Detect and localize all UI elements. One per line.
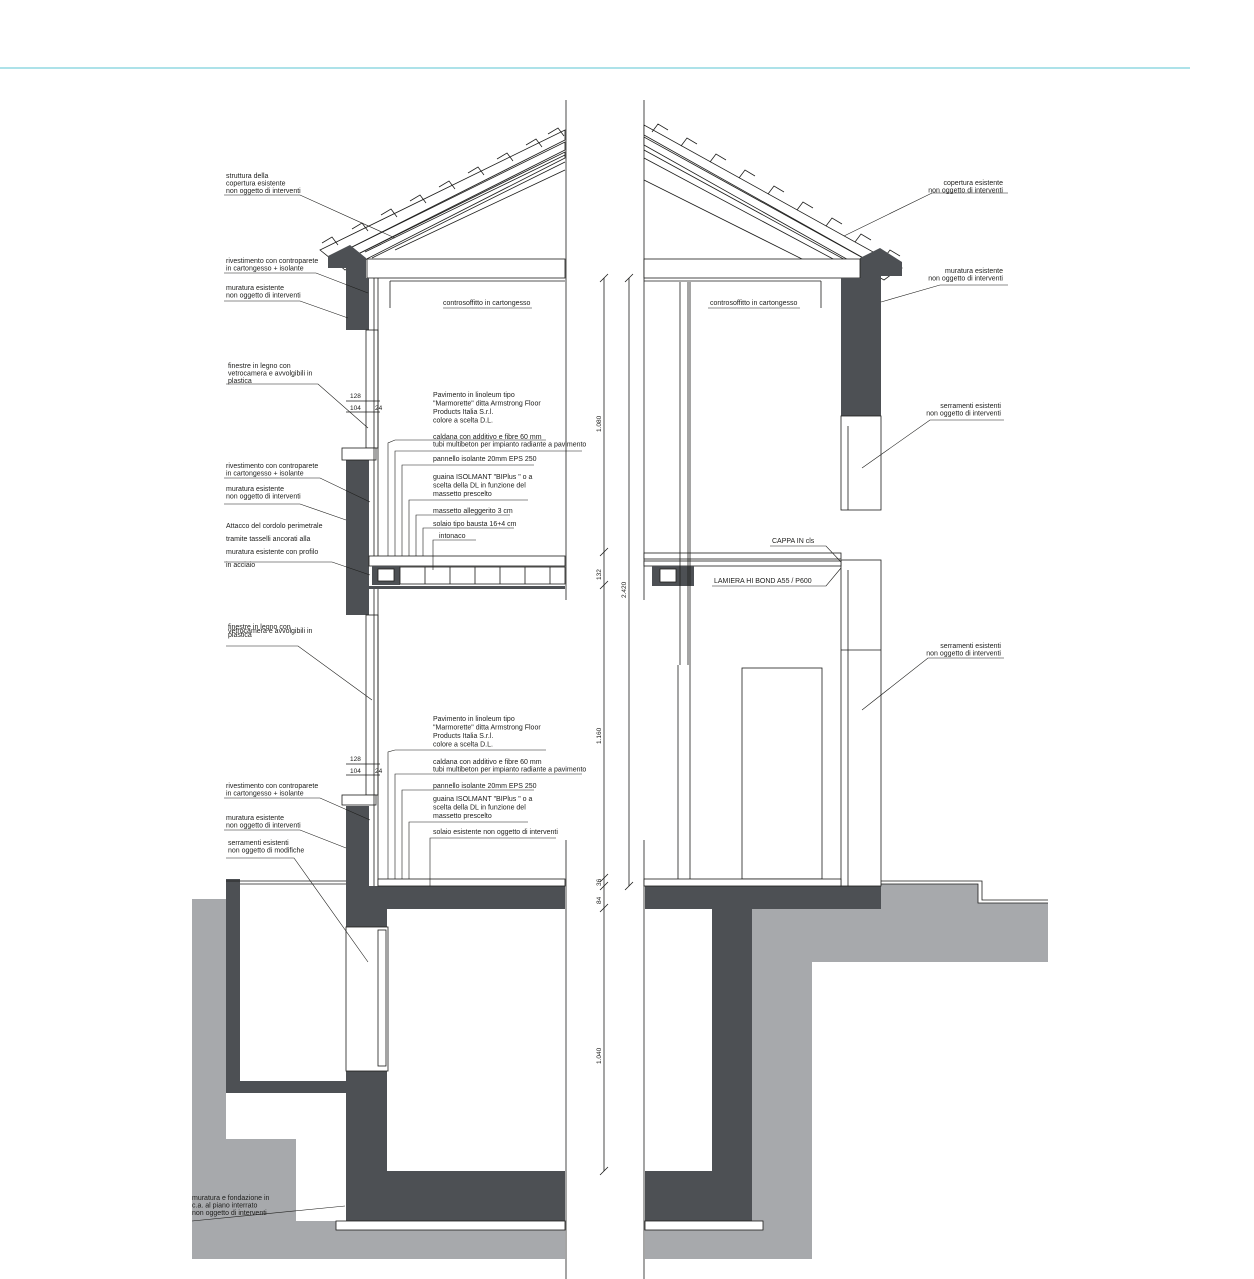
label-floor-lower-4: solaio esistente non oggetto di interven… — [433, 829, 558, 836]
label-floor-lower-0: Pavimento in linoleum tipo"Marmorette" d… — [433, 716, 541, 749]
dim-wall-lower-2: 24 — [375, 768, 383, 775]
label-floor-upper-6: intonaco — [439, 533, 466, 540]
roof-left — [319, 127, 566, 271]
ground-fill — [192, 884, 1048, 1259]
dim-wall-lower-1: 104 — [350, 768, 361, 775]
dim-vertical-6: 1.040 — [596, 1047, 603, 1064]
dim-vertical-0: 1.080 — [596, 415, 603, 432]
label-floor-upper-0: Pavimento in linoleum tipo"Marmorette" d… — [433, 392, 541, 425]
label-cappa: CAPPA IN cls — [772, 538, 815, 545]
wall-left — [226, 278, 565, 1221]
label-floor-upper-4: massetto alleggerito 3 cm — [433, 508, 513, 515]
dim-vertical-4: 84 — [596, 896, 603, 904]
label-controsoffitto-left: controsoffitto in cartongesso — [443, 300, 531, 307]
dimension-lines — [346, 273, 634, 1176]
dim-vertical-3: 1.160 — [596, 727, 603, 744]
dim-vertical-1: 132 — [596, 569, 603, 580]
label-lamiera: LAMIERA HI BOND A55 / P600 — [714, 578, 812, 585]
dim-vertical-5: 36 — [596, 878, 603, 886]
dim-wall-lower-0: 128 — [350, 756, 361, 763]
label-floor-upper-2: pannello isolante 20mm EPS 250 — [433, 456, 537, 463]
label-controsoffitto-right: controsoffitto in cartongesso — [710, 300, 798, 307]
wall-right — [645, 278, 881, 1221]
dim-vertical-2: 2.420 — [621, 581, 628, 598]
dim-wall-upper-0: 128 — [350, 393, 361, 400]
label-floor-upper-5: solaio tipo bausta 16+4 cm — [433, 521, 517, 528]
label-floor-lower-2: pannello isolante 20mm EPS 250 — [433, 783, 537, 790]
leader-lines — [191, 192, 1008, 1222]
roof-right — [643, 123, 903, 281]
dim-wall-upper-1: 104 — [350, 405, 361, 412]
dim-wall-upper-2: 24 — [375, 405, 383, 412]
